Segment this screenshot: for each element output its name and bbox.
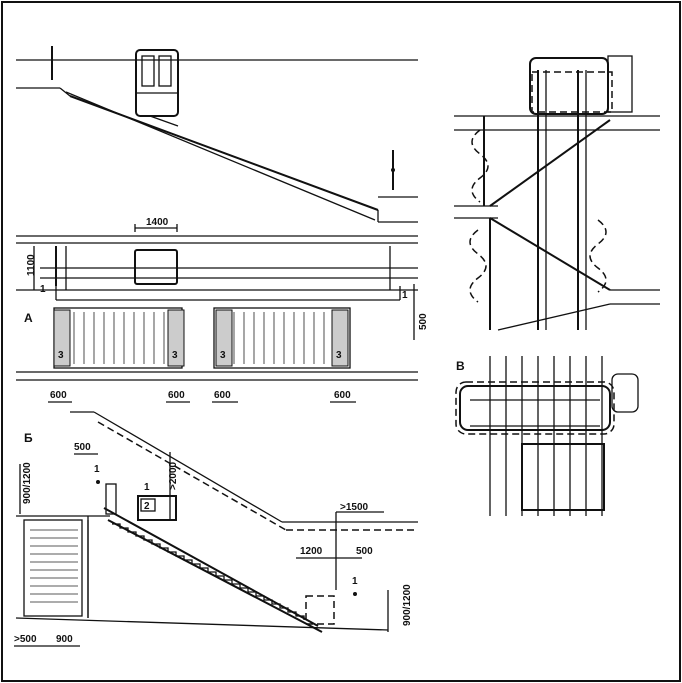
stair-lift-seat: [137, 495, 177, 521]
dim-600-d: 600: [334, 390, 351, 401]
marker-3c: 3: [220, 350, 226, 361]
lift-door-plan: [521, 443, 605, 511]
platform-plan-v: [459, 385, 611, 431]
dim-500-b: 500: [74, 442, 91, 453]
dim-2000: >2000: [168, 461, 179, 490]
panel-a: А 3 3 3 3: [16, 307, 418, 381]
lift-door-elevation: [23, 519, 83, 617]
marker-b1-upper: 1: [94, 464, 100, 475]
marker-b2: 2: [144, 501, 150, 512]
dim-1400: 1400: [146, 217, 169, 228]
lift-car-right: [529, 57, 609, 115]
landing-platform-dashed: [305, 595, 335, 625]
marker-1-right: 1: [402, 290, 408, 301]
dim-900-1200-left: 900/1200: [22, 462, 33, 504]
plan-view: 1400 1100 1 1 500: [16, 217, 429, 340]
dim-1200: 1200: [300, 546, 323, 557]
dim-1500: >1500: [340, 502, 369, 513]
marker-3b: 3: [172, 350, 178, 361]
marker-2-box: [140, 498, 156, 512]
dim-600-c: 600: [214, 390, 231, 401]
marker-1-left: 1: [40, 284, 46, 295]
dim-500-vertical: 500: [418, 313, 429, 330]
dim-500-bottom: >500: [14, 634, 37, 645]
dim-500-c: 500: [356, 546, 373, 557]
marker-3d: 3: [336, 350, 342, 361]
dim-600-a: 600: [50, 390, 67, 401]
dim-900-1200-right: 900/1200: [402, 584, 413, 626]
elevation-view: [16, 46, 418, 223]
marker-b1-mid: 1: [144, 482, 150, 493]
dim-1100: 1100: [26, 254, 37, 276]
marker-b1-right: 1: [352, 576, 358, 587]
panel-b-label: Б: [24, 431, 33, 445]
panel-a-label: А: [24, 311, 33, 325]
lift-platform-plan: [134, 249, 178, 285]
panel-b: Б 500 1 >2000 1 900/1200: [14, 411, 418, 647]
panel-v: В: [455, 356, 639, 516]
dim-900-bottom: 900: [56, 634, 73, 645]
stairwell-section: [454, 55, 660, 331]
marker-3a: 3: [58, 350, 64, 361]
dim-600-b: 600: [168, 390, 185, 401]
dimension-row-600: 600 600 600 600: [48, 390, 356, 403]
panel-v-label: В: [456, 359, 465, 373]
lift-car: [135, 49, 179, 117]
